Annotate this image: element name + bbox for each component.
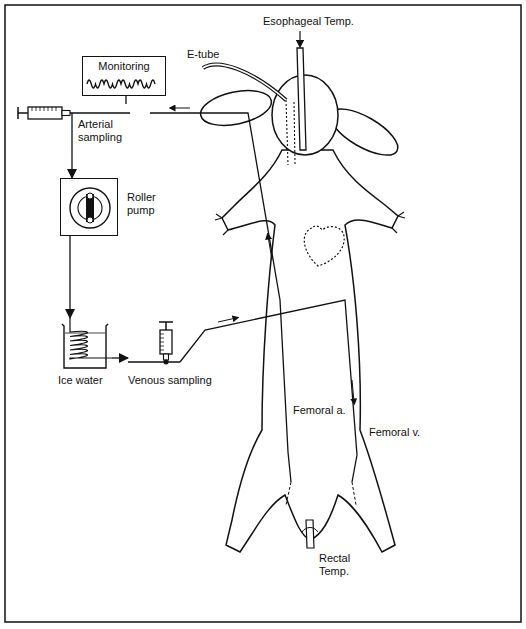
rabbit-paw	[215, 212, 405, 235]
arterial-syringe: Arterial sampling	[18, 104, 130, 150]
venous-syringe: Venous sampling	[128, 322, 220, 392]
rectal-probe	[306, 520, 314, 548]
part-label: Femoral a.	[292, 404, 347, 417]
endotracheal-tube	[203, 65, 286, 100]
flow-arrow	[352, 380, 354, 402]
tube-connector	[69, 236, 70, 318]
node-label: Roller pump	[127, 191, 175, 216]
tube-connector	[112, 357, 128, 358]
rabbit-body	[222, 150, 398, 552]
node-label: Venous sampling	[128, 374, 212, 387]
roller-pump: Roller pump	[60, 178, 118, 236]
tube-connector	[125, 96, 126, 104]
femoral-vessel	[286, 482, 356, 505]
anus	[302, 528, 318, 533]
node-label: Monitoring	[83, 60, 165, 73]
monitor-box: Monitoring	[82, 56, 166, 96]
part-label: E-tube	[186, 48, 220, 61]
ice-water-beaker: Ice water	[58, 318, 112, 390]
part-label: Rectal Temp.	[318, 552, 362, 577]
heart	[304, 226, 344, 266]
rabbit-ear	[197, 85, 274, 131]
tube-connector	[71, 150, 72, 178]
frame	[5, 5, 521, 622]
flow-arrow	[172, 108, 190, 109]
leader-arrow	[299, 31, 300, 44]
endotracheal-tube	[203, 65, 286, 100]
flow-arrow	[268, 236, 272, 260]
endotracheal-tube	[286, 100, 295, 165]
esophageal-probe	[297, 48, 306, 150]
venous-tube	[180, 300, 357, 482]
node-label: Ice water	[58, 374, 103, 387]
arterial-tube	[150, 113, 291, 482]
node-label: Arterial sampling	[78, 118, 130, 143]
part-label: Femoral v.	[368, 426, 421, 439]
flow-arrow	[218, 318, 236, 322]
part-label: Esophageal Temp.	[262, 15, 355, 28]
